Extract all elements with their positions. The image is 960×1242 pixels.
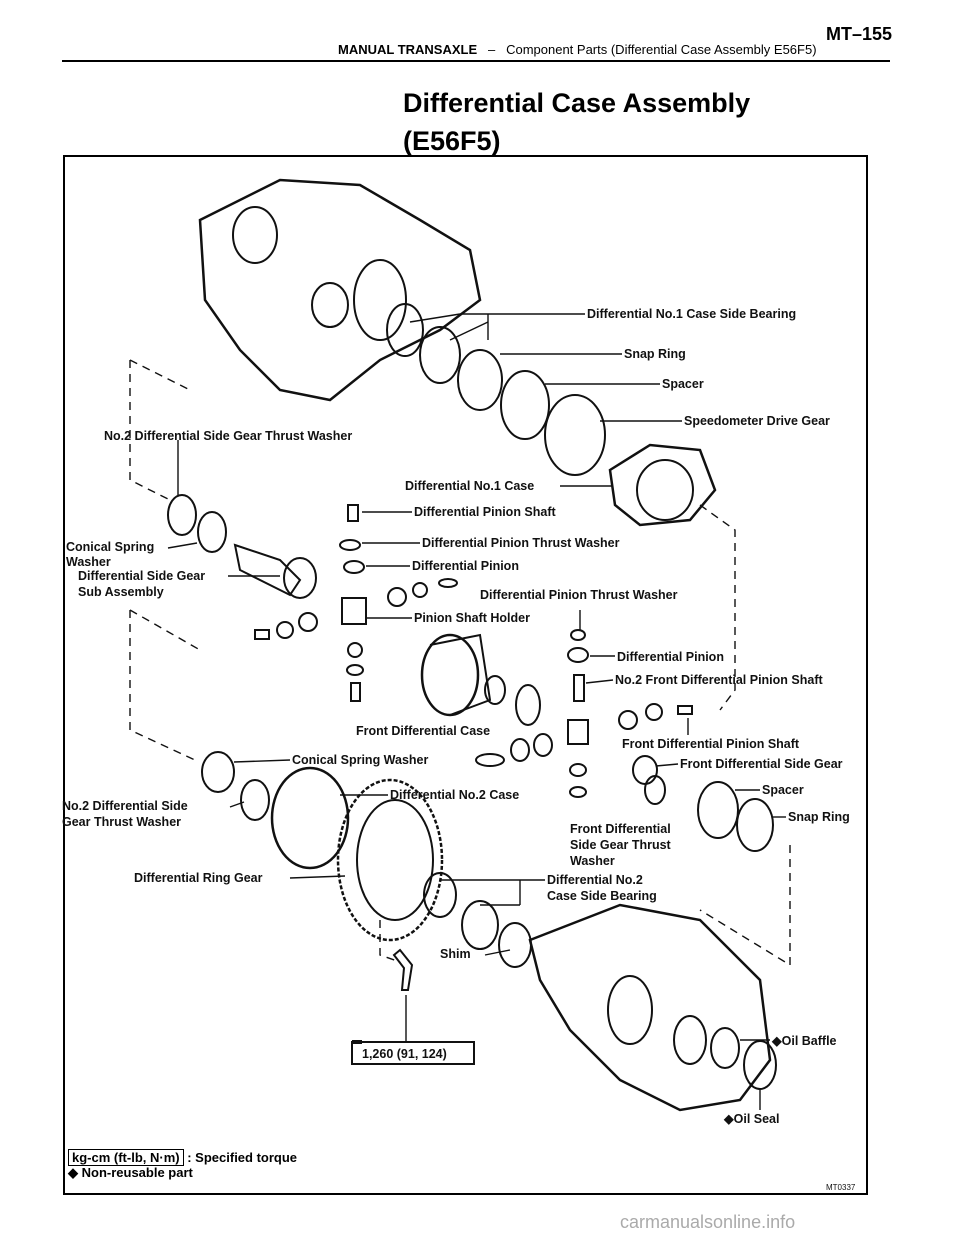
label-diff-pinion-thrust-washer-1: Differential Pinion Thrust Washer bbox=[422, 536, 620, 550]
case-side-bearing-3 bbox=[423, 872, 457, 918]
legend-torque-desc: : Specified torque bbox=[187, 1150, 298, 1165]
oil-seal-shape bbox=[743, 1040, 777, 1090]
label-spacer-bottom: Spacer bbox=[762, 783, 804, 797]
nonreusable-symbol: ◆ bbox=[68, 1165, 78, 1180]
title-line-2: (E56F5) bbox=[403, 126, 501, 156]
transaxle-case-upper bbox=[198, 178, 482, 402]
label-no2-case-side-bearing-2: Case Side Bearing bbox=[547, 889, 657, 903]
no2-thrust-washer-bottom-shape bbox=[240, 779, 270, 821]
oil-baffle-text: Oil Baffle bbox=[782, 1034, 837, 1048]
label-diff-pinion-2: Differential Pinion bbox=[617, 650, 724, 664]
case-side-bearing-1 bbox=[386, 303, 424, 357]
conical-spring-washer-bottom-shape bbox=[201, 751, 235, 793]
label-diff-pinion-shaft: Differential Pinion Shaft bbox=[414, 505, 557, 519]
label-front-side-gear: Front Differential Side Gear bbox=[680, 757, 843, 771]
torque-box bbox=[351, 1041, 475, 1065]
label-no2-side-gear-thrust-washer-top: No.2 Differential Side Gear Thrust Washe… bbox=[104, 429, 352, 443]
figure-code: MT0337 bbox=[826, 1183, 856, 1192]
legend-nonreusable: ◆ Non-reusable part bbox=[68, 1165, 297, 1181]
label-spacer-top: Spacer bbox=[662, 377, 704, 391]
oil-baffle-shape bbox=[710, 1027, 740, 1069]
label-front-diff-case: Front Differential Case bbox=[356, 724, 490, 738]
no2-thrust-washer-shape bbox=[167, 494, 197, 536]
label-speedometer-drive-gear: Speedometer Drive Gear bbox=[684, 414, 830, 428]
label-no2-thrust-washer-bottom-2: Gear Thrust Washer bbox=[62, 815, 181, 829]
diagram-frame bbox=[63, 155, 868, 1195]
legend: kg-cm (ft-lb, N·m) : Specified torque ◆ … bbox=[68, 1149, 298, 1181]
snap-ring-bottom-shape bbox=[736, 798, 774, 852]
pinion-shaft-shape bbox=[347, 504, 359, 522]
bolt-shape bbox=[392, 948, 414, 991]
page-title: Differential Case Assembly (E56F5) bbox=[403, 84, 750, 160]
label-diff-no2-case: Differential No.2 Case bbox=[390, 788, 519, 802]
side-gear-shape bbox=[233, 543, 302, 597]
speedometer-gear-shape bbox=[544, 394, 606, 476]
label-no2-case-side-bearing-1: Differential No.2 bbox=[547, 873, 643, 887]
spacer-top-shape bbox=[500, 370, 550, 440]
label-diff-pinion-thrust-washer-2: Differential Pinion Thrust Washer bbox=[480, 588, 678, 602]
label-oil-seal: ◆Oil Seal bbox=[723, 1112, 779, 1126]
front-diff-case-shape bbox=[420, 633, 480, 717]
label-oil-baffle: ◆Oil Baffle bbox=[771, 1034, 837, 1048]
label-diff-pinion-1: Differential Pinion bbox=[412, 559, 519, 573]
front-side-gear-shape bbox=[632, 755, 658, 785]
spacer-bottom-shape bbox=[697, 781, 739, 839]
oil-seal-text: Oil Seal bbox=[734, 1112, 780, 1126]
label-diff-no1-case: Differential No.1 Case bbox=[405, 479, 534, 493]
nonreusable-desc: Non-reusable part bbox=[81, 1165, 193, 1180]
label-front-pinion-shaft: Front Differential Pinion Shaft bbox=[622, 737, 800, 751]
shim-shape bbox=[498, 922, 532, 968]
diff-no2-case-shape bbox=[270, 766, 350, 870]
label-side-gear-sub-1: Differential Side Gear bbox=[78, 569, 205, 583]
transaxle-case-lower bbox=[528, 903, 772, 1112]
label-no2-thrust-washer-bottom-1: No.2 Differential Side bbox=[62, 799, 188, 813]
label-conical-spring-washer-top-1: Conical Spring bbox=[66, 540, 154, 554]
title-line-1: Differential Case Assembly bbox=[403, 88, 751, 118]
snap-ring-top-shape bbox=[457, 349, 503, 411]
label-front-side-thrust-3: Washer bbox=[570, 854, 615, 868]
ring-gear-shape bbox=[336, 778, 444, 942]
header-separator: – bbox=[488, 42, 496, 57]
pinion-shaft-holder-shape bbox=[341, 597, 367, 625]
header-subtitle: Component Parts (Differential Case Assem… bbox=[506, 42, 817, 57]
legend-torque: kg-cm (ft-lb, N·m) : Specified torque bbox=[68, 1149, 298, 1166]
label-no1-case-side-bearing: Differential No.1 Case Side Bearing bbox=[587, 307, 796, 321]
label-pinion-shaft-holder: Pinion Shaft Holder bbox=[414, 611, 530, 625]
case-side-bearing-2 bbox=[419, 326, 461, 384]
label-snap-ring-bottom: Snap Ring bbox=[788, 810, 850, 824]
diff-no1-case-shape bbox=[608, 443, 717, 527]
header-rule bbox=[62, 60, 890, 62]
legend-torque-unit: kg-cm (ft-lb, N·m) bbox=[68, 1149, 184, 1166]
conical-spring-washer-shape bbox=[197, 511, 227, 553]
watermark: carmanualsonline.info bbox=[620, 1212, 796, 1232]
running-header: MANUAL TRANSAXLE – Component Parts (Diff… bbox=[338, 42, 817, 57]
page-number: MT–155 bbox=[826, 24, 893, 44]
label-shim: Shim bbox=[440, 947, 471, 961]
label-torque: 1,260 (91, 124) bbox=[362, 1047, 447, 1061]
label-ring-gear: Differential Ring Gear bbox=[134, 871, 263, 885]
label-no2-front-pinion-shaft: No.2 Front Differential Pinion Shaft bbox=[615, 673, 823, 687]
label-conical-spring-washer-bottom: Conical Spring Washer bbox=[292, 753, 429, 767]
label-conical-spring-washer-top-2: Washer bbox=[66, 555, 111, 569]
label-side-gear-sub-2: Sub Assembly bbox=[78, 585, 164, 599]
label-front-side-thrust-1: Front Differential bbox=[570, 822, 671, 836]
label-snap-ring-top: Snap Ring bbox=[624, 347, 686, 361]
label-front-side-thrust-2: Side Gear Thrust bbox=[570, 838, 672, 852]
header-section: MANUAL TRANSAXLE bbox=[338, 42, 478, 57]
